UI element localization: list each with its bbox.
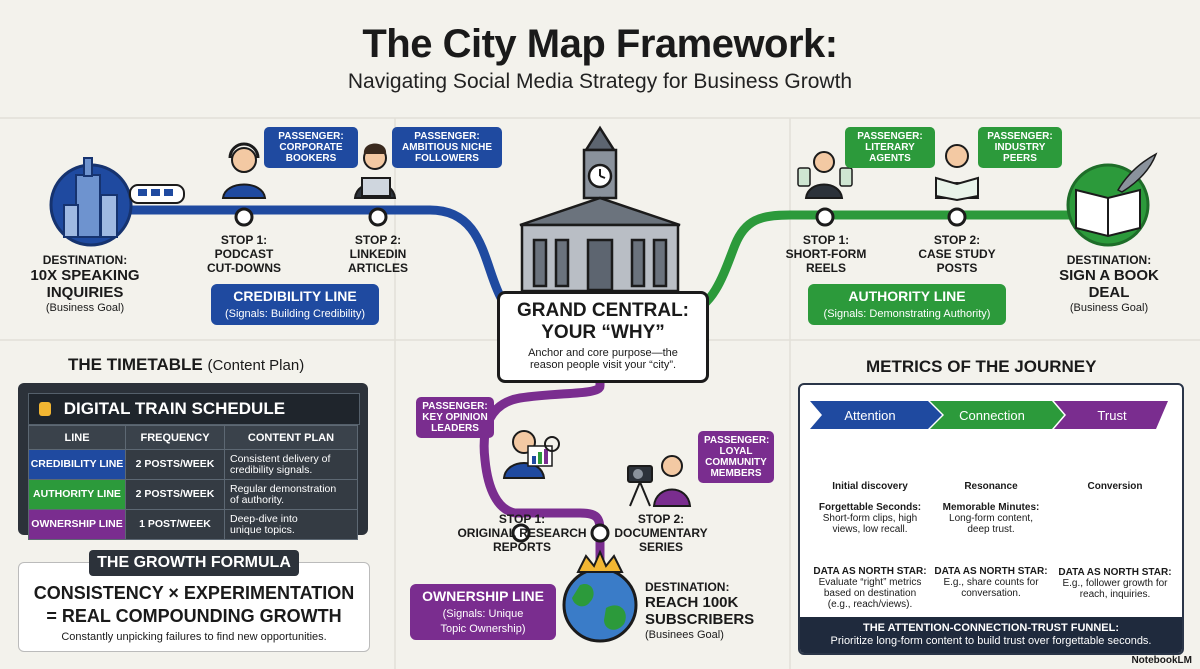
- authority-stop2-marker: [947, 207, 967, 227]
- growth-formula-badge: The Growth Formula: [89, 550, 299, 576]
- ownership-destination: Destination: Reach 100k Subscribers (Bus…: [645, 580, 755, 641]
- passenger-ambitious-niche-followers: Passenger: Ambitious Niche Followers: [392, 127, 502, 168]
- passenger-industry-peers: Passenger: Industry Peers: [978, 127, 1062, 168]
- stage-connection: Connection: [959, 408, 1025, 423]
- metrics-stage-bar: Attention Connection Trust: [810, 401, 1168, 429]
- growth-formula-note: Constantly unpicking failures to find ne…: [61, 631, 327, 643]
- authority-destination: Destination: Sign a Book Deal (Business …: [1059, 253, 1159, 314]
- globe-crown-icon: [562, 549, 638, 643]
- table-row: Ownership Line 1 Post/Week Deep-dive int…: [28, 509, 358, 540]
- metrics-connection-column: Resonance Memorable Minutes: Long-form c…: [934, 481, 1048, 599]
- credibility-stop2-label: Stop 2: LinkedIn Articles: [348, 233, 408, 275]
- credibility-destination: Destination: 10x Speaking Inquiries (Bus…: [30, 253, 140, 314]
- metrics-panel: Attention Connection Trust Initial disco…: [798, 383, 1184, 655]
- ownership-line-label: Ownership Line (Signals: Unique Topic Ow…: [410, 584, 556, 640]
- train-icon: [129, 184, 185, 204]
- ownership-stop2-label: Stop 2: Documentary Series: [614, 512, 708, 554]
- train-icon: [39, 402, 51, 416]
- ownership-stop1-label: Stop 1: Original Research Reports: [457, 512, 587, 554]
- metrics-title: Metrics of the Journey: [866, 357, 1097, 376]
- researcher-chart-icon: [502, 430, 560, 479]
- train-schedule-panel: Digital Train Schedule Line Frequency Co…: [18, 383, 368, 540]
- funnel-summary: The Attention-Connection-Trust Funnel: P…: [800, 617, 1182, 653]
- authority-stop1-marker: [815, 207, 835, 227]
- laptop-user-icon: [353, 143, 397, 199]
- ownership-stop2-marker: [590, 523, 610, 543]
- stage-attention: Attention: [844, 408, 895, 423]
- ownership-route: [479, 373, 605, 573]
- growth-formula-line2: = Real Compounding Growth: [46, 606, 342, 626]
- credibility-stop2-marker: [368, 207, 388, 227]
- credibility-stop1-marker: [234, 207, 254, 227]
- brand-watermark: NotebookLM: [1131, 655, 1192, 666]
- documentary-camera-icon: [627, 455, 692, 507]
- passenger-corporate-bookers: Passenger: Corporate Bookers: [264, 127, 358, 168]
- grand-central-box: Grand Central: Your “Why” Anchor and cor…: [497, 291, 709, 383]
- growth-formula-line1: Consistency × Experimentation: [33, 583, 355, 603]
- credibility-stop1-label: Stop 1: Podcast Cut-Downs: [207, 233, 281, 275]
- passenger-literary-agents: Passenger: Literary Agents: [845, 127, 935, 168]
- podcast-host-icon: [221, 142, 267, 199]
- industry-peer-reader-icon: [934, 144, 980, 202]
- schedule-header-row: Line Frequency Content Plan: [28, 425, 358, 450]
- table-row: Credibility Line 2 Posts/Week Consistent…: [28, 449, 358, 480]
- literary-agents-icon: [797, 151, 853, 199]
- table-row: Authority Line 2 Posts/Week Regular demo…: [28, 479, 358, 510]
- credibility-line-label: Credibility Line (Signals: Building Cred…: [211, 284, 379, 325]
- page-title: The City Map Framework:: [362, 22, 838, 66]
- grand-central-building-icon: [519, 125, 681, 293]
- authority-line-label: Authority Line (Signals: Demonstrating A…: [808, 284, 1006, 325]
- authority-stop1-label: Stop 1: Short-Form Reels: [785, 233, 867, 275]
- ownership-stop1-marker: [511, 523, 531, 543]
- passenger-key-opinion-leaders: Passenger: Key Opinion Leaders: [416, 397, 494, 438]
- growth-formula-panel: The Growth Formula Consistency × Experim…: [18, 550, 370, 652]
- timetable-title: The Timetable (Content Plan): [68, 355, 305, 374]
- stage-trust: Trust: [1097, 408, 1127, 423]
- passenger-loyal-community-members: Passenger: Loyal Community Members: [698, 431, 774, 483]
- page-subtitle: Navigating Social Media Strategy for Bus…: [347, 70, 853, 93]
- metrics-trust-column: Conversion Data as North Star: E.g., fol…: [1058, 481, 1172, 600]
- metrics-attention-column: Initial discovery Forgettable Seconds: S…: [813, 481, 927, 610]
- train-schedule-header: Digital Train Schedule: [28, 393, 360, 425]
- book-quill-icon: [1066, 152, 1158, 247]
- schedule-table: Line Frequency Content Plan Credibility …: [28, 425, 358, 540]
- authority-stop2-label: Stop 2: Case Study Posts: [918, 233, 996, 275]
- skyline-icon: [49, 157, 133, 247]
